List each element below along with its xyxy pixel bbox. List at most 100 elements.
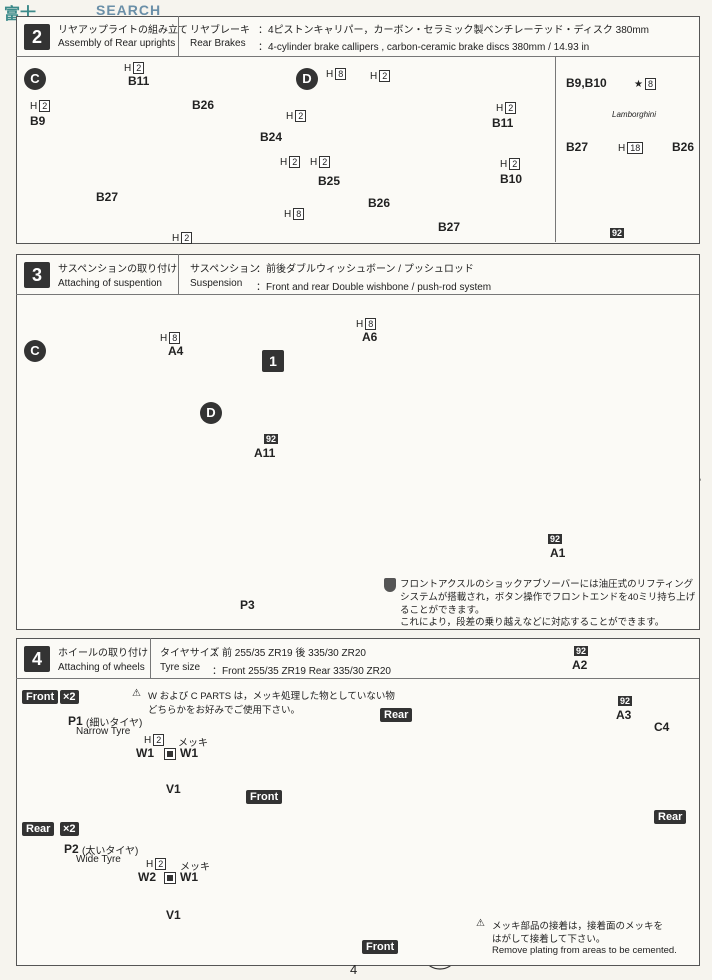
part-b9: B9 [30,114,46,128]
step4-spec-value-jp: ：前 255/35 ZR19 後 335/30 ZR20 [212,648,366,659]
part-p1: P1 [68,714,83,728]
step2-header-rule [16,56,699,57]
part-b11-d: B11 [492,116,514,130]
step4-spec-label-en: Tyre size [160,662,201,673]
part-w1-a: W1 [136,746,154,760]
step4-warning-line2: どちらかをお好みでご使用下さい。 [148,705,301,716]
step4-note-en: Remove plating from areas to be cemented… [492,945,677,956]
part-w1-b: W1 [180,746,198,760]
part-b26-c: B26 [192,98,215,112]
part-b11-c: B11 [128,74,150,88]
part-b27-c: B27 [96,190,119,204]
cement-warning-icon: ⚠ [476,918,485,929]
step3-spec-label-en: Suspension [190,278,243,289]
step3-title-en: Attaching of suspention [58,278,162,289]
step4-title-jp: ホイールの取り付け [58,648,148,659]
step3-number: 3 [24,262,50,288]
detail-b27: B27 [566,140,589,154]
warning-icon: ⚠ [132,688,141,699]
step4-panel [16,638,700,966]
step3-note-line3: ることができます。 [400,605,485,616]
front-tag-bottom: Front [362,940,399,954]
step2-title-jp: リヤアップライトの組み立て [58,25,188,36]
step3-assembly-c: C [24,340,46,362]
part-a1: A1 [550,546,566,560]
step2-number: 2 [24,24,50,50]
step4-title-en: Attaching of wheels [58,662,145,673]
lamborghini-badge-icon [384,578,396,592]
step2-title-en: Assembly of Rear uprights [58,38,176,49]
step4-note-line1: メッキ部品の接着は，接着面のメッキを [492,921,664,932]
part-b24: B24 [260,130,283,144]
step3-note-line4: これにより，段差の乗り越えなどに対応することができます。 [400,617,665,628]
a1-92-badge: 92 [548,534,563,544]
front-tag-center: Front [246,790,283,804]
p1-jp: (細いタイヤ) [86,718,143,729]
step4-header-rule [16,678,699,679]
front-tag: Front [22,690,59,704]
detail-b26: B26 [672,140,695,154]
step3-note-line2: システムが搭載され，ボタン操作でフロントエンドを40ミリ持ち上げ [400,592,696,603]
rear-tag-right: Rear [654,810,687,824]
part-c4: C4 [654,720,670,734]
step3-title-jp: サスペンションの取り付け [58,264,178,275]
part-b27-d: B27 [438,220,461,234]
step2-spec-value-jp: ：4ピストンキャリパー，カーボン・セラミック製ベンチレーテッド・ディスク 380… [258,25,649,36]
detail-title: B9,B10 [566,76,607,90]
part-b25: B25 [318,174,341,188]
assembly-c-label: C [24,68,46,90]
watermark-text: SEARCH [96,2,162,18]
part-a4: A4 [168,344,184,358]
part-a11: A11 [254,446,276,460]
part-w1-c: W1 [180,870,198,884]
part-v1-a: V1 [166,782,181,796]
mekki-label-2: メッキ [180,862,210,873]
mekki-label-1: メッキ [178,738,208,749]
step2-divider [178,16,179,56]
step2-detail-divider [555,57,556,242]
part-w2: W2 [138,870,156,884]
a11-92-badge: 92 [264,434,279,444]
a3-92-badge: 92 [618,696,633,706]
step3-spec-value-jp: ：前後ダブルウィッシュボーン / プッシュロッド [256,264,474,275]
part-p2: P2 [64,842,79,856]
step3-note-line1: フロントアクスルのショックアブソーバーには油圧式のリフティング [400,579,694,590]
step3-assembly-1: 1 [262,350,284,372]
caliper-logo: Lamborghini [612,110,657,119]
p2-en: Wide Tyre [76,854,121,865]
step2-spec-label-en: Rear Brakes [190,38,246,49]
page-number: 4 [350,962,358,977]
step2-spec-value-en: ：4-cylinder brake callipers , carbon-cer… [258,42,590,53]
step2-panel [16,16,700,244]
p2-jp: (太いタイヤ) [82,846,139,857]
step3-panel [16,254,700,630]
part-a3: A3 [616,708,632,722]
part-b10: B10 [500,172,523,186]
rear-tag-top: Rear [380,708,413,722]
step4-number: 4 [24,646,50,672]
part-a2: A2 [572,658,588,672]
part-b26-d: B26 [368,196,391,210]
step4-warning-line1: W および C PARTS は，メッキ処理した物としていない物 [148,691,395,702]
step2-spec-label-jp: リヤブレーキ [190,25,250,36]
step3-divider [178,254,179,294]
step3-spec-value-en: ：Front and rear Double wishbone / push-r… [256,282,492,293]
part-v1-b: V1 [166,908,181,922]
step4-spec-value-en: ：Front 255/35 ZR19 Rear 335/30 ZR20 [212,666,391,677]
plated-mark-2 [164,872,176,884]
